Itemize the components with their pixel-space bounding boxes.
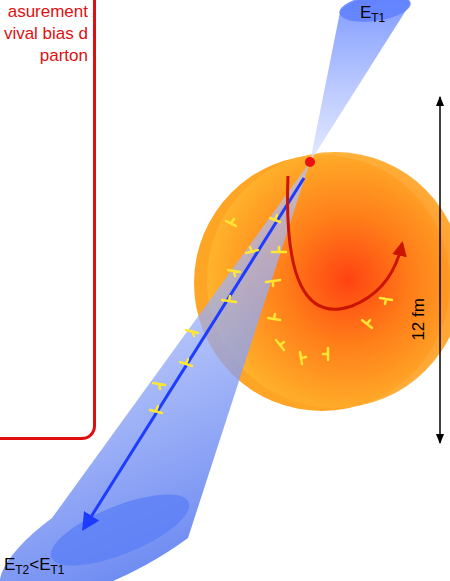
callout-text: asurement vival bias d parton	[0, 1, 88, 67]
jet-cone	[338, 0, 413, 26]
dimension-arrow	[439, 97, 441, 443]
jet-cone	[310, 0, 410, 162]
energy-label: ET1	[360, 4, 385, 23]
parton-track	[84, 178, 304, 528]
jet-cone	[0, 162, 310, 581]
callout-box: asurement vival bias d parton	[0, 0, 96, 440]
parton-track	[288, 176, 402, 309]
dimension-label: 12 fm	[410, 298, 429, 341]
energy-label: ET2<ET1	[4, 556, 64, 575]
jet-cone	[42, 480, 197, 580]
gluon-marks	[150, 215, 392, 413]
vertex-dot	[305, 157, 315, 167]
